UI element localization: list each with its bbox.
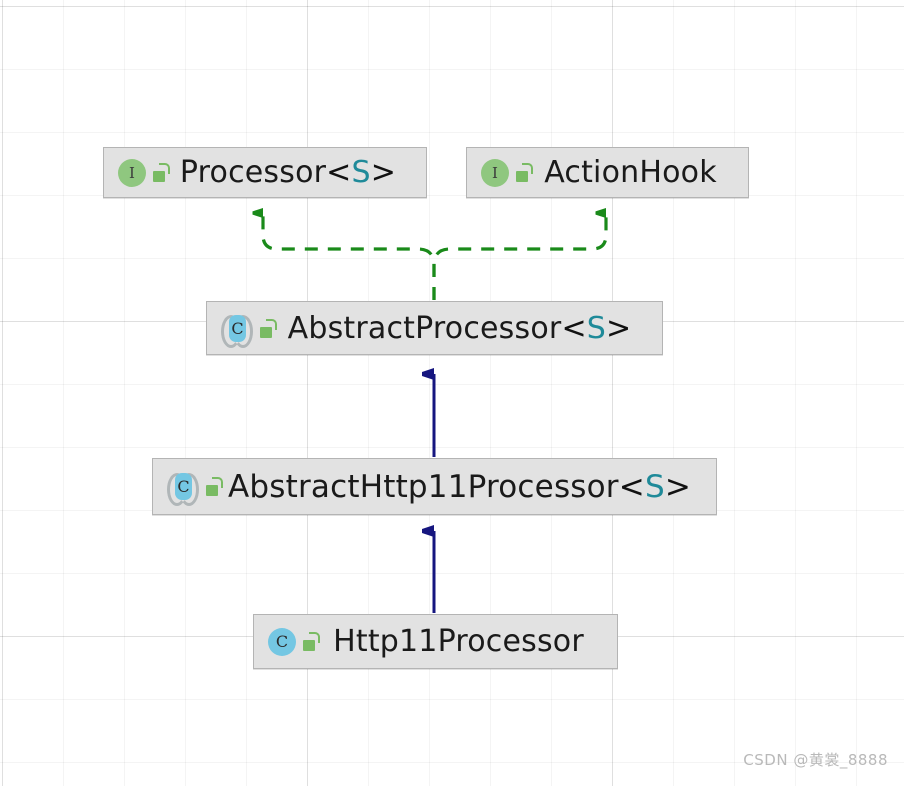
generic-type-param: S	[644, 468, 665, 505]
open-padlock-icon	[516, 163, 533, 182]
node-icon-group: C	[221, 314, 281, 348]
uml-node-label: AbstractProcessor<S>	[281, 311, 648, 346]
node-icon-group: I	[118, 158, 174, 187]
node-name-text: ActionHook	[544, 155, 717, 190]
watermark-text: CSDN @黄裳_8888	[743, 751, 888, 769]
node-name-text: AbstractHttp11Processor	[227, 468, 619, 505]
abstract-class-icon-letter: C	[229, 314, 246, 342]
node-icon-group: I	[481, 158, 537, 187]
generic-type-param: S	[351, 155, 371, 190]
generic-open-angle: <	[561, 310, 587, 346]
uml-node-label: Processor<S>	[174, 155, 412, 190]
generic-open-angle: <	[618, 468, 645, 505]
generic-close-angle: >	[664, 468, 692, 505]
uml-node-abstracthttp11processor[interactable]: C AbstractHttp11Processor<S>	[152, 458, 717, 515]
open-padlock-icon	[206, 477, 223, 496]
uml-node-label: AbstractHttp11Processor<S>	[227, 469, 702, 505]
node-icon-group: C	[167, 472, 227, 506]
generic-close-angle: >	[606, 310, 632, 346]
node-name-text: Http11Processor	[333, 624, 584, 659]
uml-node-http11processor[interactable]: C Http11Processor	[253, 614, 618, 669]
abstract-class-icon-letter: C	[175, 473, 192, 500]
generic-open-angle: <	[326, 155, 352, 190]
uml-node-label: ActionHook	[537, 155, 734, 190]
abstract-class-icon: C	[167, 472, 199, 506]
open-padlock-icon	[153, 163, 170, 182]
abstract-class-icon: C	[221, 314, 253, 348]
edge-abstractprocessor-implements-processor	[263, 213, 436, 300]
interface-icon: I	[118, 158, 146, 187]
open-padlock-icon	[303, 632, 320, 651]
node-icon-group: C	[268, 627, 324, 656]
class-icon: C	[268, 627, 296, 656]
node-name-text: Processor	[179, 155, 327, 190]
interface-icon: I	[481, 158, 509, 187]
generic-type-param: S	[586, 310, 607, 346]
uml-node-actionhook[interactable]: I ActionHook	[466, 147, 749, 198]
uml-node-processor[interactable]: I Processor<S>	[103, 147, 427, 198]
uml-node-label: Http11Processor	[324, 624, 603, 659]
uml-node-abstractprocessor[interactable]: C AbstractProcessor<S>	[206, 301, 663, 355]
node-name-text: AbstractProcessor	[287, 310, 562, 346]
generic-close-angle: >	[370, 155, 397, 190]
edge-abstractprocessor-implements-actionhook	[432, 213, 608, 300]
open-padlock-icon	[260, 318, 277, 338]
